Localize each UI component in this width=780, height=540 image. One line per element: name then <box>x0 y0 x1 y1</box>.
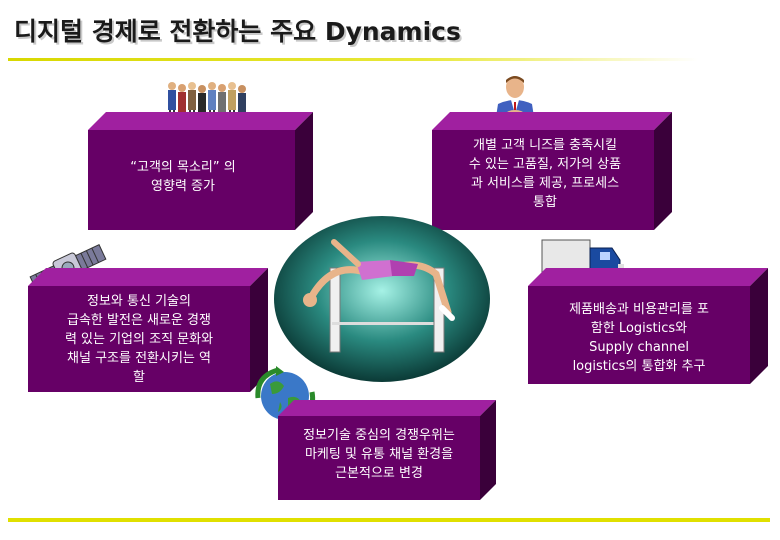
central-oval-image <box>274 216 490 382</box>
box-customer-voice: “고객의 목소리” 의 영향력 증가 <box>88 112 313 232</box>
bottom-rule <box>8 518 770 522</box>
page-title: 디지털 경제로 전환하는 주요 Dynamics <box>14 17 461 46</box>
box-logistics-text: 제품배송과 비용관리를 포 함한 Logistics와 Supply chann… <box>569 302 709 374</box>
box-customization-text: 개별 고객 니즈를 충족시킬 수 있는 고품질, 저가의 상품 과 서비스를 제… <box>468 138 622 210</box>
box-competition-text: 정보기술 중심의 경쟁우위는 마케팅 및 유통 채널 환경을 근본적으로 변경 <box>303 428 455 481</box>
box-it-change-text: 정보와 통신 기술의 급속한 발전은 새로운 경쟁 력 있는 기업의 조직 문화… <box>64 294 214 385</box>
box-logistics: 제품배송과 비용관리를 포 함한 Logistics와 Supply chann… <box>528 268 768 386</box>
title-underline <box>8 58 698 61</box>
box-customization: 개별 고객 니즈를 충족시킬 수 있는 고품질, 저가의 상품 과 서비스를 제… <box>432 112 672 232</box>
box-competition: 정보기술 중심의 경쟁우위는 마케팅 및 유통 채널 환경을 근본적으로 변경 <box>278 400 496 502</box>
high-jumper-icon <box>303 239 455 321</box>
box-it-change: 정보와 통신 기술의 급속한 발전은 새로운 경쟁 력 있는 기업의 조직 문화… <box>28 268 268 394</box>
box-customer-voice-text: “고객의 목소리” 의 영향력 증가 <box>130 160 236 194</box>
